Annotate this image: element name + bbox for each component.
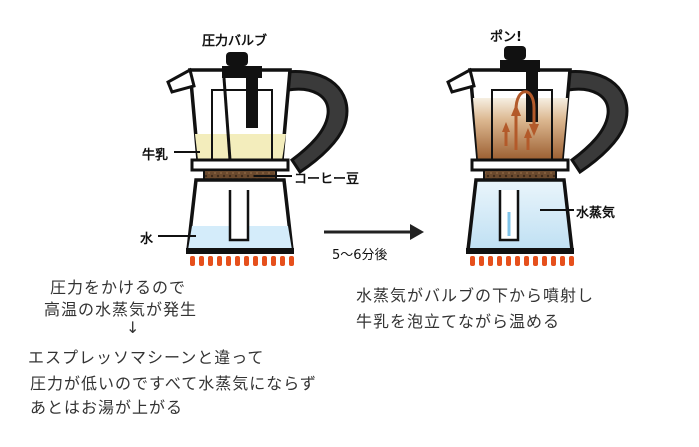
steam-arrows	[502, 90, 539, 150]
note-left-2: 高温の水蒸気が発生	[44, 300, 198, 319]
note-left-arrow: ↓	[126, 318, 141, 337]
flame-right	[470, 256, 574, 266]
water-right	[466, 178, 574, 252]
note-left-3: エスプレッソマシーンと違って	[28, 348, 265, 367]
note-right-1: 水蒸気がバルブの下から噴射し	[356, 286, 595, 305]
moka-pot-after	[446, 46, 629, 266]
valve-icon	[226, 52, 248, 66]
handle-right	[564, 70, 629, 175]
handle-left	[284, 70, 349, 175]
moka-pot-before	[158, 52, 349, 266]
transition-arrow	[324, 224, 424, 240]
label-water: 水	[140, 232, 154, 247]
label-time: 5～6分後	[332, 248, 388, 263]
label-milk: 牛乳	[142, 148, 169, 163]
flame-left	[190, 256, 294, 266]
label-pon: ポン!	[490, 30, 522, 45]
label-coffee-beans: コーヒー豆	[294, 172, 360, 187]
foamed-milk	[473, 98, 568, 160]
milk-left	[195, 134, 286, 160]
label-pressure-valve: 圧力バルブ	[202, 34, 268, 49]
note-left-1: 圧力をかけるので	[50, 278, 187, 297]
note-left-5: あとはお湯が上がる	[30, 398, 184, 417]
label-steam: 水蒸気	[576, 206, 616, 221]
note-left-4: 圧力が低いのですべて水蒸気にならず	[30, 374, 317, 393]
note-right-2: 牛乳を泡立てながら温める	[356, 312, 561, 331]
